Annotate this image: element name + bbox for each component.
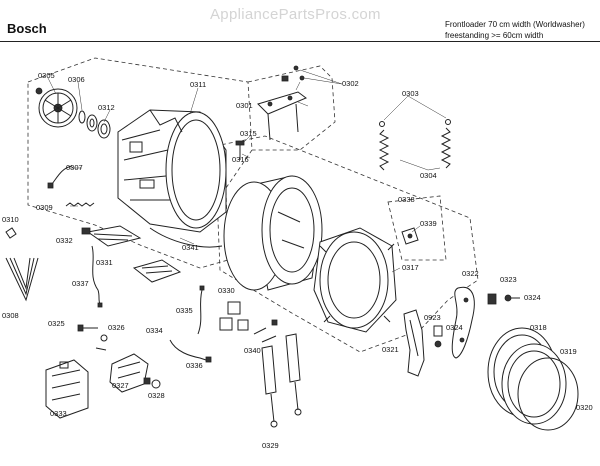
label-0302: 0302 bbox=[342, 79, 359, 88]
label-0303: 0303 bbox=[402, 89, 419, 98]
label-0334: 0334 bbox=[146, 326, 163, 335]
brand-label: Bosch bbox=[7, 21, 47, 36]
label-0304: 0304 bbox=[420, 171, 437, 180]
part-switch-screws bbox=[253, 319, 278, 343]
description-line-2: freestanding >= 60cm width bbox=[445, 31, 544, 40]
label-0338: 0338 bbox=[398, 195, 415, 204]
label-0318: 0318 bbox=[530, 323, 547, 332]
label-0328: 0328 bbox=[148, 391, 165, 400]
label-0315: 0315 bbox=[240, 129, 257, 138]
label-0310: 0310 bbox=[2, 215, 19, 224]
part-hoses-wires bbox=[169, 285, 212, 363]
part-pressure-switch bbox=[219, 301, 249, 331]
part-bearings bbox=[78, 110, 111, 139]
part-rear-tub bbox=[117, 109, 227, 233]
label-0324-upper: 0324 bbox=[524, 293, 541, 302]
label-0308: 0308 bbox=[2, 311, 19, 320]
label-0331: 0331 bbox=[96, 258, 113, 267]
model-description: Frontloader 70 cm width (Worldwasher) fr… bbox=[445, 19, 585, 41]
part-tub-spring bbox=[65, 202, 95, 207]
part-door-latch bbox=[433, 325, 443, 348]
part-top-bracket bbox=[257, 65, 307, 141]
group-outline-drum bbox=[214, 135, 479, 353]
part-suspension-springs bbox=[378, 119, 452, 171]
part-front-tub bbox=[313, 227, 397, 333]
part-motor-screws bbox=[77, 324, 108, 351]
label-0312: 0312 bbox=[98, 103, 115, 112]
label-0307: 0307 bbox=[66, 163, 83, 172]
label-0309: 0309 bbox=[36, 203, 53, 212]
part-heater-bracket bbox=[132, 259, 182, 283]
part-clip bbox=[5, 227, 17, 239]
label-0340: 0340 bbox=[244, 346, 261, 355]
label-0335: 0335 bbox=[176, 306, 193, 315]
leader-lines bbox=[47, 69, 447, 273]
label-0337: 0337 bbox=[72, 279, 89, 288]
label-0330: 0330 bbox=[218, 286, 235, 295]
label-0316: 0316 bbox=[232, 155, 249, 164]
label-0325: 0325 bbox=[48, 319, 65, 328]
part-labels: 0305 0306 0312 0311 0315 0316 0301 0302 … bbox=[2, 71, 593, 450]
watermark: AppliancePartsPros.com bbox=[210, 6, 381, 23]
part-pulley bbox=[35, 87, 78, 128]
label-0301: 0301 bbox=[236, 101, 253, 110]
label-0332: 0332 bbox=[56, 236, 73, 245]
part-tub-screw bbox=[235, 140, 245, 160]
label-0329: 0329 bbox=[262, 441, 279, 450]
part-drive-belt bbox=[5, 257, 39, 302]
label-0339: 0339 bbox=[420, 219, 437, 228]
label-0317: 0317 bbox=[402, 263, 419, 272]
label-0323: 0323 bbox=[500, 275, 517, 284]
label-0333: 0333 bbox=[50, 409, 67, 418]
label-0311: 0311 bbox=[190, 80, 206, 89]
label-0319: 0319 bbox=[560, 347, 577, 356]
label-0320: 0320 bbox=[576, 403, 593, 412]
part-drain-pump bbox=[109, 353, 161, 393]
part-motor bbox=[45, 359, 89, 419]
part-door-assembly bbox=[487, 327, 579, 431]
label-0321: 0321 bbox=[382, 345, 399, 354]
part-ntc-sensor bbox=[47, 165, 73, 189]
label-0336: 0336 bbox=[186, 361, 203, 370]
label-0306: 0306 bbox=[68, 75, 85, 84]
label-0322: 0322 bbox=[462, 269, 479, 278]
header-divider bbox=[0, 41, 600, 42]
group-outline-top-bracket bbox=[247, 65, 336, 151]
part-door-hook bbox=[487, 293, 520, 305]
part-wire-harness bbox=[91, 245, 103, 308]
part-shock-absorbers bbox=[261, 333, 302, 428]
part-tub-gasket bbox=[149, 227, 223, 248]
description-line-1: Frontloader 70 cm width (Worldwasher) bbox=[445, 20, 585, 29]
label-0923: 0923 bbox=[424, 313, 441, 322]
part-door-handle bbox=[403, 309, 425, 377]
label-0326: 0326 bbox=[108, 323, 125, 332]
label-0327: 0327 bbox=[112, 381, 129, 390]
part-door-hinge bbox=[451, 286, 475, 359]
part-heating-element bbox=[81, 225, 142, 247]
part-drum bbox=[223, 175, 323, 291]
label-0341: 0341 bbox=[182, 243, 199, 252]
label-0305: 0305 bbox=[38, 71, 55, 80]
part-seal-clamp bbox=[401, 227, 419, 245]
label-0324-lower: 0324 bbox=[446, 323, 463, 332]
